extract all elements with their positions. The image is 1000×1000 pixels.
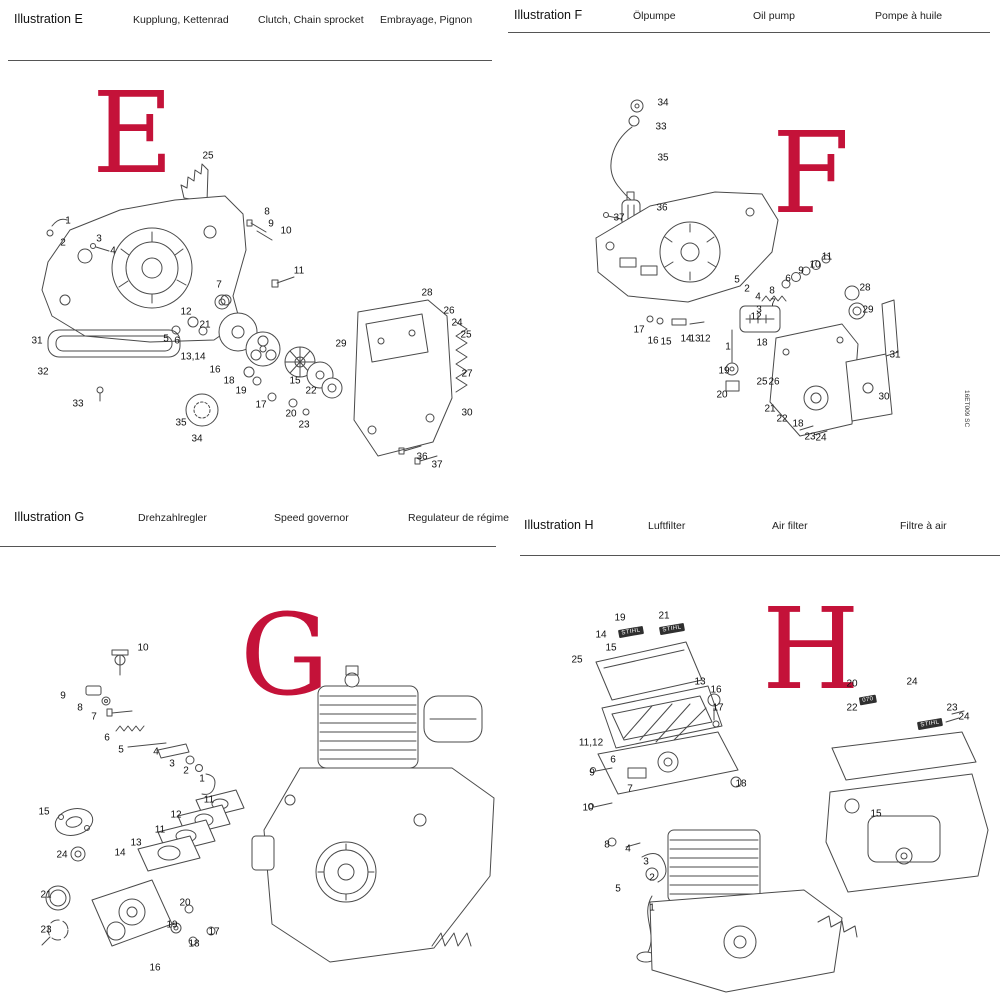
label-english: Oil pump (753, 10, 796, 22)
panel-title: Illustration H (524, 518, 594, 532)
label-english: Clutch, Chain sprocket (258, 14, 364, 26)
panel-g-header: Illustration G Drehzahlregler Speed gove… (0, 510, 509, 530)
clutch-exploded-drawing (41, 163, 468, 465)
oil-pump-exploded-drawing (595, 99, 899, 437)
label-english: Speed governor (274, 512, 349, 524)
air-filter-exploded-drawing (588, 641, 989, 993)
page-code: 16ET009 SC (963, 390, 970, 428)
label-french: Regulateur de régime (408, 512, 509, 524)
panel-title: Illustration G (14, 510, 85, 524)
panel-f-header: Illustration F Ölpumpe Oil pump Pompe à … (500, 8, 1000, 28)
panel-h-header: Illustration H Luftfilter Air filter Fil… (500, 518, 1000, 538)
header-divider (520, 555, 1000, 556)
panel-illustration-h: Illustration H Luftfilter Air filter Fil… (500, 500, 1000, 1000)
panel-illustration-e: Illustration E Kupplung, Kettenrad Clutc… (0, 0, 500, 500)
section-letter-g: G (240, 591, 330, 721)
section-letter-f: F (772, 109, 850, 239)
label-german: Drehzahlregler (138, 512, 207, 524)
section-letter-e: E (92, 69, 174, 199)
panel-e-header: Illustration E Kupplung, Kettenrad Clutc… (0, 12, 500, 32)
label-english: Air filter (772, 520, 808, 532)
header-divider (8, 60, 492, 61)
header-divider (508, 32, 990, 33)
panel-title: Illustration E (14, 12, 83, 26)
panel-illustration-f: Illustration F Ölpumpe Oil pump Pompe à … (500, 0, 1000, 500)
label-french: Pompe à huile (875, 10, 943, 22)
label-french: Filtre à air (900, 520, 947, 532)
label-german: Luftfilter (648, 520, 686, 532)
section-letter-h: H (762, 585, 860, 715)
header-divider (0, 546, 496, 547)
label-french: Embrayage, Pignon (380, 14, 473, 26)
panel-title: Illustration F (514, 8, 583, 22)
label-german: Kupplung, Kettenrad (133, 14, 229, 26)
speed-governor-exploded-drawing (41, 649, 495, 963)
panel-illustration-g: Illustration G Drehzahlregler Speed gove… (0, 500, 509, 1000)
label-german: Ölpumpe (633, 10, 676, 22)
